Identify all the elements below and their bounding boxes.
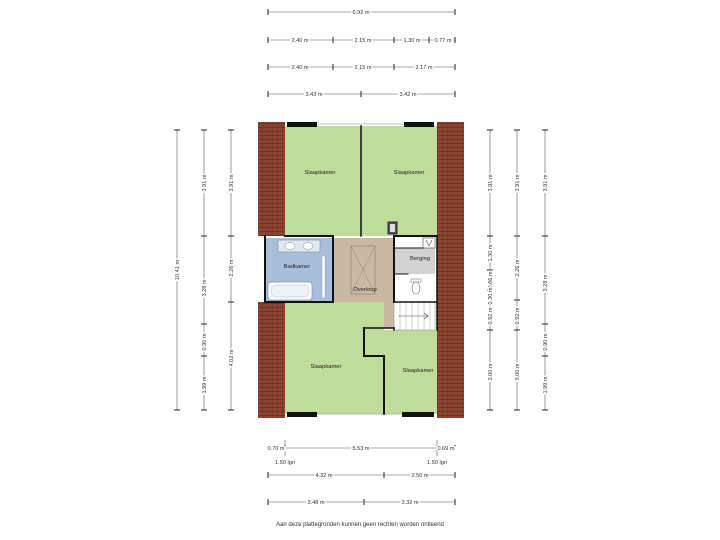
dim-bottom-row2-a: 4.32 m (315, 473, 332, 479)
dim-right-col3-a: 3.91 m (543, 174, 549, 191)
dim-right-col1-d: 0.30 m (488, 287, 494, 304)
dim-right-col3-b: 3.28 m (543, 274, 549, 291)
room-label-bathroom: Badkamer (284, 264, 310, 270)
dim-left-col1-c: 0.90 m (202, 333, 208, 350)
dim-top-row1-c: 1.30 m (403, 38, 420, 44)
skylight (350, 245, 376, 295)
roof-slope-left-lower (258, 302, 285, 418)
dim-bottom-row3-b: 3.32 m (401, 500, 418, 506)
room-label-bedroom-ne: Slaapkamer (394, 170, 425, 176)
chimney-inner (390, 224, 395, 232)
dim-left-col2-a: 3.91 m (229, 174, 235, 191)
dim-bottom-row1-sub-b: 1.50 lgn (427, 460, 447, 466)
dim-top-overall: 6.92 m (352, 10, 369, 16)
disclaimer-text: Aan deze plattegronden kunnen geen recht… (276, 522, 444, 528)
window-north-left (287, 122, 317, 127)
dim-right-col1-c: 0.66 m (488, 271, 494, 288)
boiler-symbol (425, 239, 433, 247)
dim-top-row3-a: 3.43 m (305, 92, 322, 98)
roof-slope-right-upper (437, 122, 464, 236)
dimensions-top: 6.92 m 2.40 m 2.15 m 1.30 m 0.77 m 2.40 … (267, 9, 456, 100)
dim-bottom-row1-c: 0.69 m (437, 446, 454, 452)
dim-right-col1-a: 3.91 m (488, 174, 494, 191)
dimensions-bottom: 0.70 m 5.53 m 0.69 m 1.50 lgn 1.50 lgn 4… (266, 440, 456, 508)
shower-glass (321, 255, 326, 299)
room-label-landing: Overloop (353, 287, 377, 293)
dim-left-col1-a: 3.91 m (202, 174, 208, 191)
dimensions-left: 10.41 m 3.91 m 3.28 m 0.90 m 1.99 m 3.91… (174, 129, 237, 411)
walls (264, 125, 438, 415)
room-label-bedroom-nw: Slaapkamer (305, 170, 336, 176)
dim-left-col2-b: 2.26 m (229, 259, 235, 276)
dim-top-row2-c: 2.17 m (415, 65, 432, 71)
dim-right-col2-a: 3.91 m (515, 174, 521, 191)
dim-top-row1-d: 0.77 m (434, 38, 451, 44)
dim-right-col2-d: 3.00 m (515, 363, 521, 380)
bedroom-sw-floor (285, 302, 384, 414)
dimensions-right: 3.91 m 1.30 m 0.66 m 0.30 m 0.92 m 3.00 … (487, 129, 551, 411)
dim-bottom-row2-b: 2.50 m (411, 473, 428, 479)
dim-top-row2-b: 2.15 m (354, 65, 371, 71)
bedroom-nw-floor (285, 126, 361, 236)
boiler (422, 237, 436, 249)
dim-bottom-row1-a: 0.70 m (267, 446, 284, 452)
toilet-tank (410, 278, 422, 283)
room-label-bedroom-sw: Slaapkamer (311, 364, 342, 370)
dim-left-col1-d: 1.99 m (202, 376, 208, 393)
dim-top-row1-b: 2.15 m (354, 38, 371, 44)
window-north-right (404, 122, 434, 127)
dim-right-col1-e: 0.92 m (488, 307, 494, 324)
dim-bottom-row1-sub-a: 1.50 lgn (275, 460, 295, 466)
window-south-left (287, 412, 317, 417)
room-label-bedroom-se: Slaapkamer (403, 368, 434, 374)
bathroom-sink-2 (302, 242, 314, 250)
bathroom-sink-counter (277, 239, 321, 253)
dim-right-col1-b: 1.30 m (488, 244, 494, 261)
bedroom-se-floor (384, 330, 437, 414)
dim-top-row2-a: 2.40 m (291, 65, 308, 71)
bedroom-ne-floor (361, 126, 437, 236)
bathroom-sink-1 (284, 242, 296, 250)
roof-slope-right-lower (437, 236, 464, 418)
roof-slope-left-upper (258, 122, 285, 236)
dim-bottom-row3-a: 3.48 m (307, 500, 324, 506)
toilet (411, 281, 421, 295)
dim-right-col2-c: 0.92 m (515, 307, 521, 324)
dim-bottom-row1-b: 5.53 m (352, 446, 369, 452)
storage-floor (394, 248, 435, 274)
dim-right-col3-c: 0.90 m (543, 333, 549, 350)
dim-left-overall: 10.41 m (175, 260, 181, 281)
skylight-diagonal-2 (350, 245, 376, 295)
dim-right-col1-f: 3.00 m (488, 363, 494, 380)
dim-left-col2-c: 4.02 m (229, 349, 235, 366)
room-label-storage: Berging (410, 256, 430, 262)
dim-top-row3-b: 3.42 m (399, 92, 416, 98)
dim-left-col1-b: 3.28 m (202, 279, 208, 296)
window-south-right (402, 412, 434, 417)
dim-right-col2-b: 2.26 m (515, 259, 521, 276)
bedroom-se-floor-upper (364, 330, 384, 356)
dim-top-row1-a: 2.40 m (291, 38, 308, 44)
dim-right-col3-d: 1.99 m (543, 376, 549, 393)
stair-arrow (398, 312, 429, 320)
bathtub-inner (270, 284, 310, 298)
